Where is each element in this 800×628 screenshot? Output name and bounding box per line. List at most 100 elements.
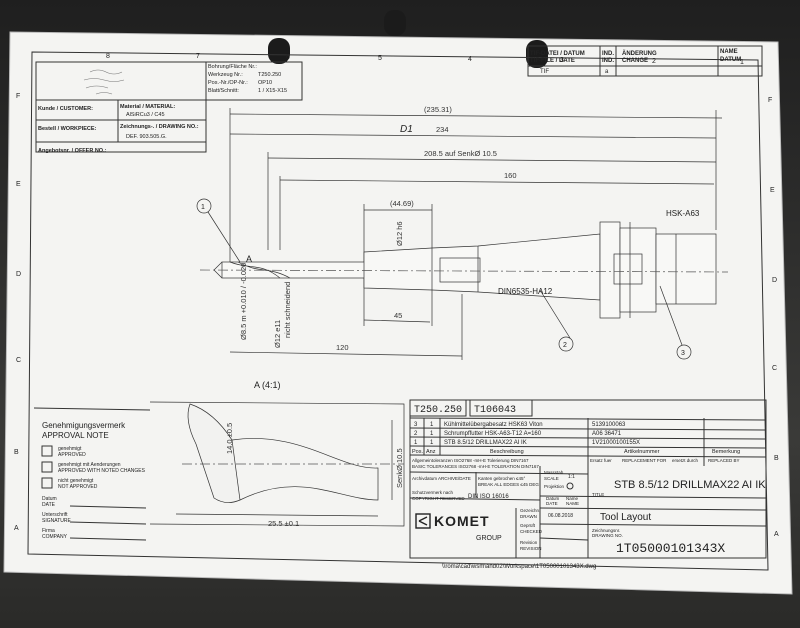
not-approved-label-en: NOT APPROVED: [58, 484, 98, 490]
drawn-label: Gezeichn.: [520, 508, 540, 513]
part-row-2-qty: 1: [430, 431, 434, 437]
handwritten-notes: [83, 69, 125, 95]
not-approved-checkbox[interactable]: [41, 477, 53, 489]
material-label: Material / MATERIAL:: [120, 104, 175, 110]
sub-title: Tool Layout: [600, 512, 651, 523]
info-v2: T250.250: [258, 72, 281, 78]
drawing-no-label: Zeichnungs-. / DRAWING NO.:: [120, 124, 199, 130]
dim-d85: Ø8.5 m +0.010 / -0.020: [239, 263, 248, 340]
svg-text:6: 6: [286, 54, 290, 61]
scale-en: SCALE: [544, 476, 559, 481]
part-row-1-article: 1V21000100155X: [592, 440, 640, 446]
part-row-2-pos: 2: [414, 431, 418, 437]
approved-changes-label: genehmigt mit Aenderungen: [58, 462, 121, 468]
offer-label: Angebotsnr. / OFFER NO.:: [38, 148, 107, 154]
replaced-by: ersetzt durch: [672, 458, 699, 463]
info-v3: OP10: [258, 80, 272, 86]
scale-de: Massstab: [544, 470, 564, 475]
title-block: T250.250 T106043 3 1 Kühlmittelübergabes…: [409, 399, 767, 559]
company-label: Firma: [42, 528, 55, 534]
approved-checkbox[interactable]: [41, 445, 53, 457]
tolerance-en: BASIC TOLERANCES ISO2768 -mH-E TOLERATIO…: [412, 464, 539, 469]
svg-text:F: F: [768, 97, 772, 104]
tool-assembly-drawing: [196, 108, 729, 360]
archive-date: Archivdatum ARCHIVE/DATE: [412, 476, 471, 481]
part-row-3-qty: 1: [430, 422, 434, 428]
dim-overall: (235.31): [424, 105, 452, 114]
tolerance-de: Allgemeintoleranzen ISO2768 -mH-E Toleri…: [412, 458, 529, 463]
edges-de: Kanten gebrochen ≤45°: [478, 476, 526, 481]
tool-number-2: T106043: [474, 405, 516, 416]
binder-hole: [526, 40, 548, 68]
rev-head-change: ÄNDERUNG: [622, 50, 657, 57]
part-row-3-pos: 3: [414, 422, 418, 428]
revision-label: Revision: [520, 540, 538, 545]
info-k3: Pos.-Nr./OP-Nr.:: [208, 80, 248, 86]
scale-value: 1:1: [568, 474, 575, 480]
header-info-block: Bohrung/Fläche Nr.: Werkzeug Nr.: T250.2…: [35, 61, 303, 154]
workpiece-label: Bestell / WORKPIECE:: [38, 126, 97, 132]
col-datum: Datum: [546, 496, 560, 501]
label-view-a: A: [246, 254, 252, 264]
rev-head-change-b: CHANGE: [622, 58, 648, 64]
svg-text:C: C: [772, 365, 777, 372]
svg-text:2: 2: [652, 58, 656, 65]
info-v4: 1 / X15-X15: [258, 88, 287, 94]
col-remark: Bemerkung: [712, 449, 740, 455]
col-qty: Anz: [426, 449, 436, 455]
projection-symbol: [566, 482, 574, 490]
drawing-no-value: DEF. 903.505.G.: [126, 134, 167, 140]
edges-en: BREAK ALL EDGES ≤45 DEG: [478, 482, 539, 487]
drawing-no-lbl: Zeichnungsnr.: [592, 528, 620, 533]
part-row-2-desc: Schrumpffutter HSK-A63-T12 A=160: [444, 431, 542, 437]
balloon-2: 2: [563, 342, 567, 349]
part-row-1-qty: 1: [430, 440, 434, 446]
svg-text:E: E: [770, 187, 775, 194]
dim-160: 160: [504, 171, 517, 180]
drawn-date: 06.08.2018: [548, 513, 573, 519]
material-value: AlSiRCu3 / C45: [126, 112, 165, 118]
dim-d12h6: Ø12 h6: [395, 221, 404, 246]
rev-head-tif: TIF-DATEI / DATUM: [530, 51, 585, 57]
detail-view-a: A (4:1) 25.5 ±0.1 14.0 ±0.5 SenkØ 10.5: [149, 380, 405, 528]
detail-title: A (4:1): [254, 380, 281, 390]
drawing-title: STB 8.5/12 DRILLMAX22 AI IK: [614, 479, 766, 491]
dim-208: 208.5 auf SenkØ 10.5: [424, 149, 497, 158]
approved-changes-checkbox[interactable]: [41, 461, 53, 473]
svg-text:D: D: [772, 277, 777, 284]
rev-head-name: NAME: [720, 49, 738, 55]
svg-text:8: 8: [106, 53, 110, 60]
copyright-de: Schutzvermerk nach: [412, 490, 454, 495]
col-desc: Beschreibung: [490, 449, 524, 455]
replacement-for-en: REPLACEMENT FOR: [622, 458, 667, 463]
drawn-label-en: DRAWN: [520, 514, 537, 519]
svg-text:7: 7: [196, 53, 200, 60]
part-row-3-article: 5139100063: [592, 422, 626, 428]
svg-text:1: 1: [740, 59, 744, 66]
dim-120: 120: [336, 343, 349, 352]
approved-label: genehmigt: [58, 446, 82, 452]
approved-changes-label-en: APPROVED WITH NOTED CHANGES: [58, 468, 146, 474]
dim-d12e11: Ø12 e11: [273, 320, 282, 348]
din-iso: DIN ISO 16016: [468, 494, 509, 500]
approved-label-en: APPROVED: [58, 452, 86, 458]
svg-text:C: C: [16, 357, 21, 364]
drawing-number: 1T05000101343X: [616, 541, 725, 556]
balloon-1: 1: [201, 204, 205, 211]
dim-mark-d1: D1: [400, 124, 413, 135]
dimension-labels: (235.31) D1 234 208.5 auf SenkØ 10.5 160…: [201, 105, 700, 357]
replaced-by-en: REPLACED BY: [708, 458, 740, 463]
dim-234: 234: [436, 125, 449, 134]
svg-text:A: A: [14, 525, 19, 532]
rev-head-name-b: DATUM: [720, 57, 741, 63]
info-k2: Werkzeug Nr.:: [208, 72, 243, 78]
customer-label: Kunde / CUSTOMER:: [38, 106, 93, 112]
detail-dia: 14.0 ±0.5: [225, 423, 234, 454]
info-k4: Blatt/Schnitt:: [208, 88, 239, 94]
replacement-for: Ersatz fuer: [590, 458, 612, 463]
svg-text:B: B: [14, 449, 19, 456]
approval-title-en: APPROVAL NOTE: [42, 431, 109, 440]
col-date-en: DATE: [546, 501, 558, 506]
